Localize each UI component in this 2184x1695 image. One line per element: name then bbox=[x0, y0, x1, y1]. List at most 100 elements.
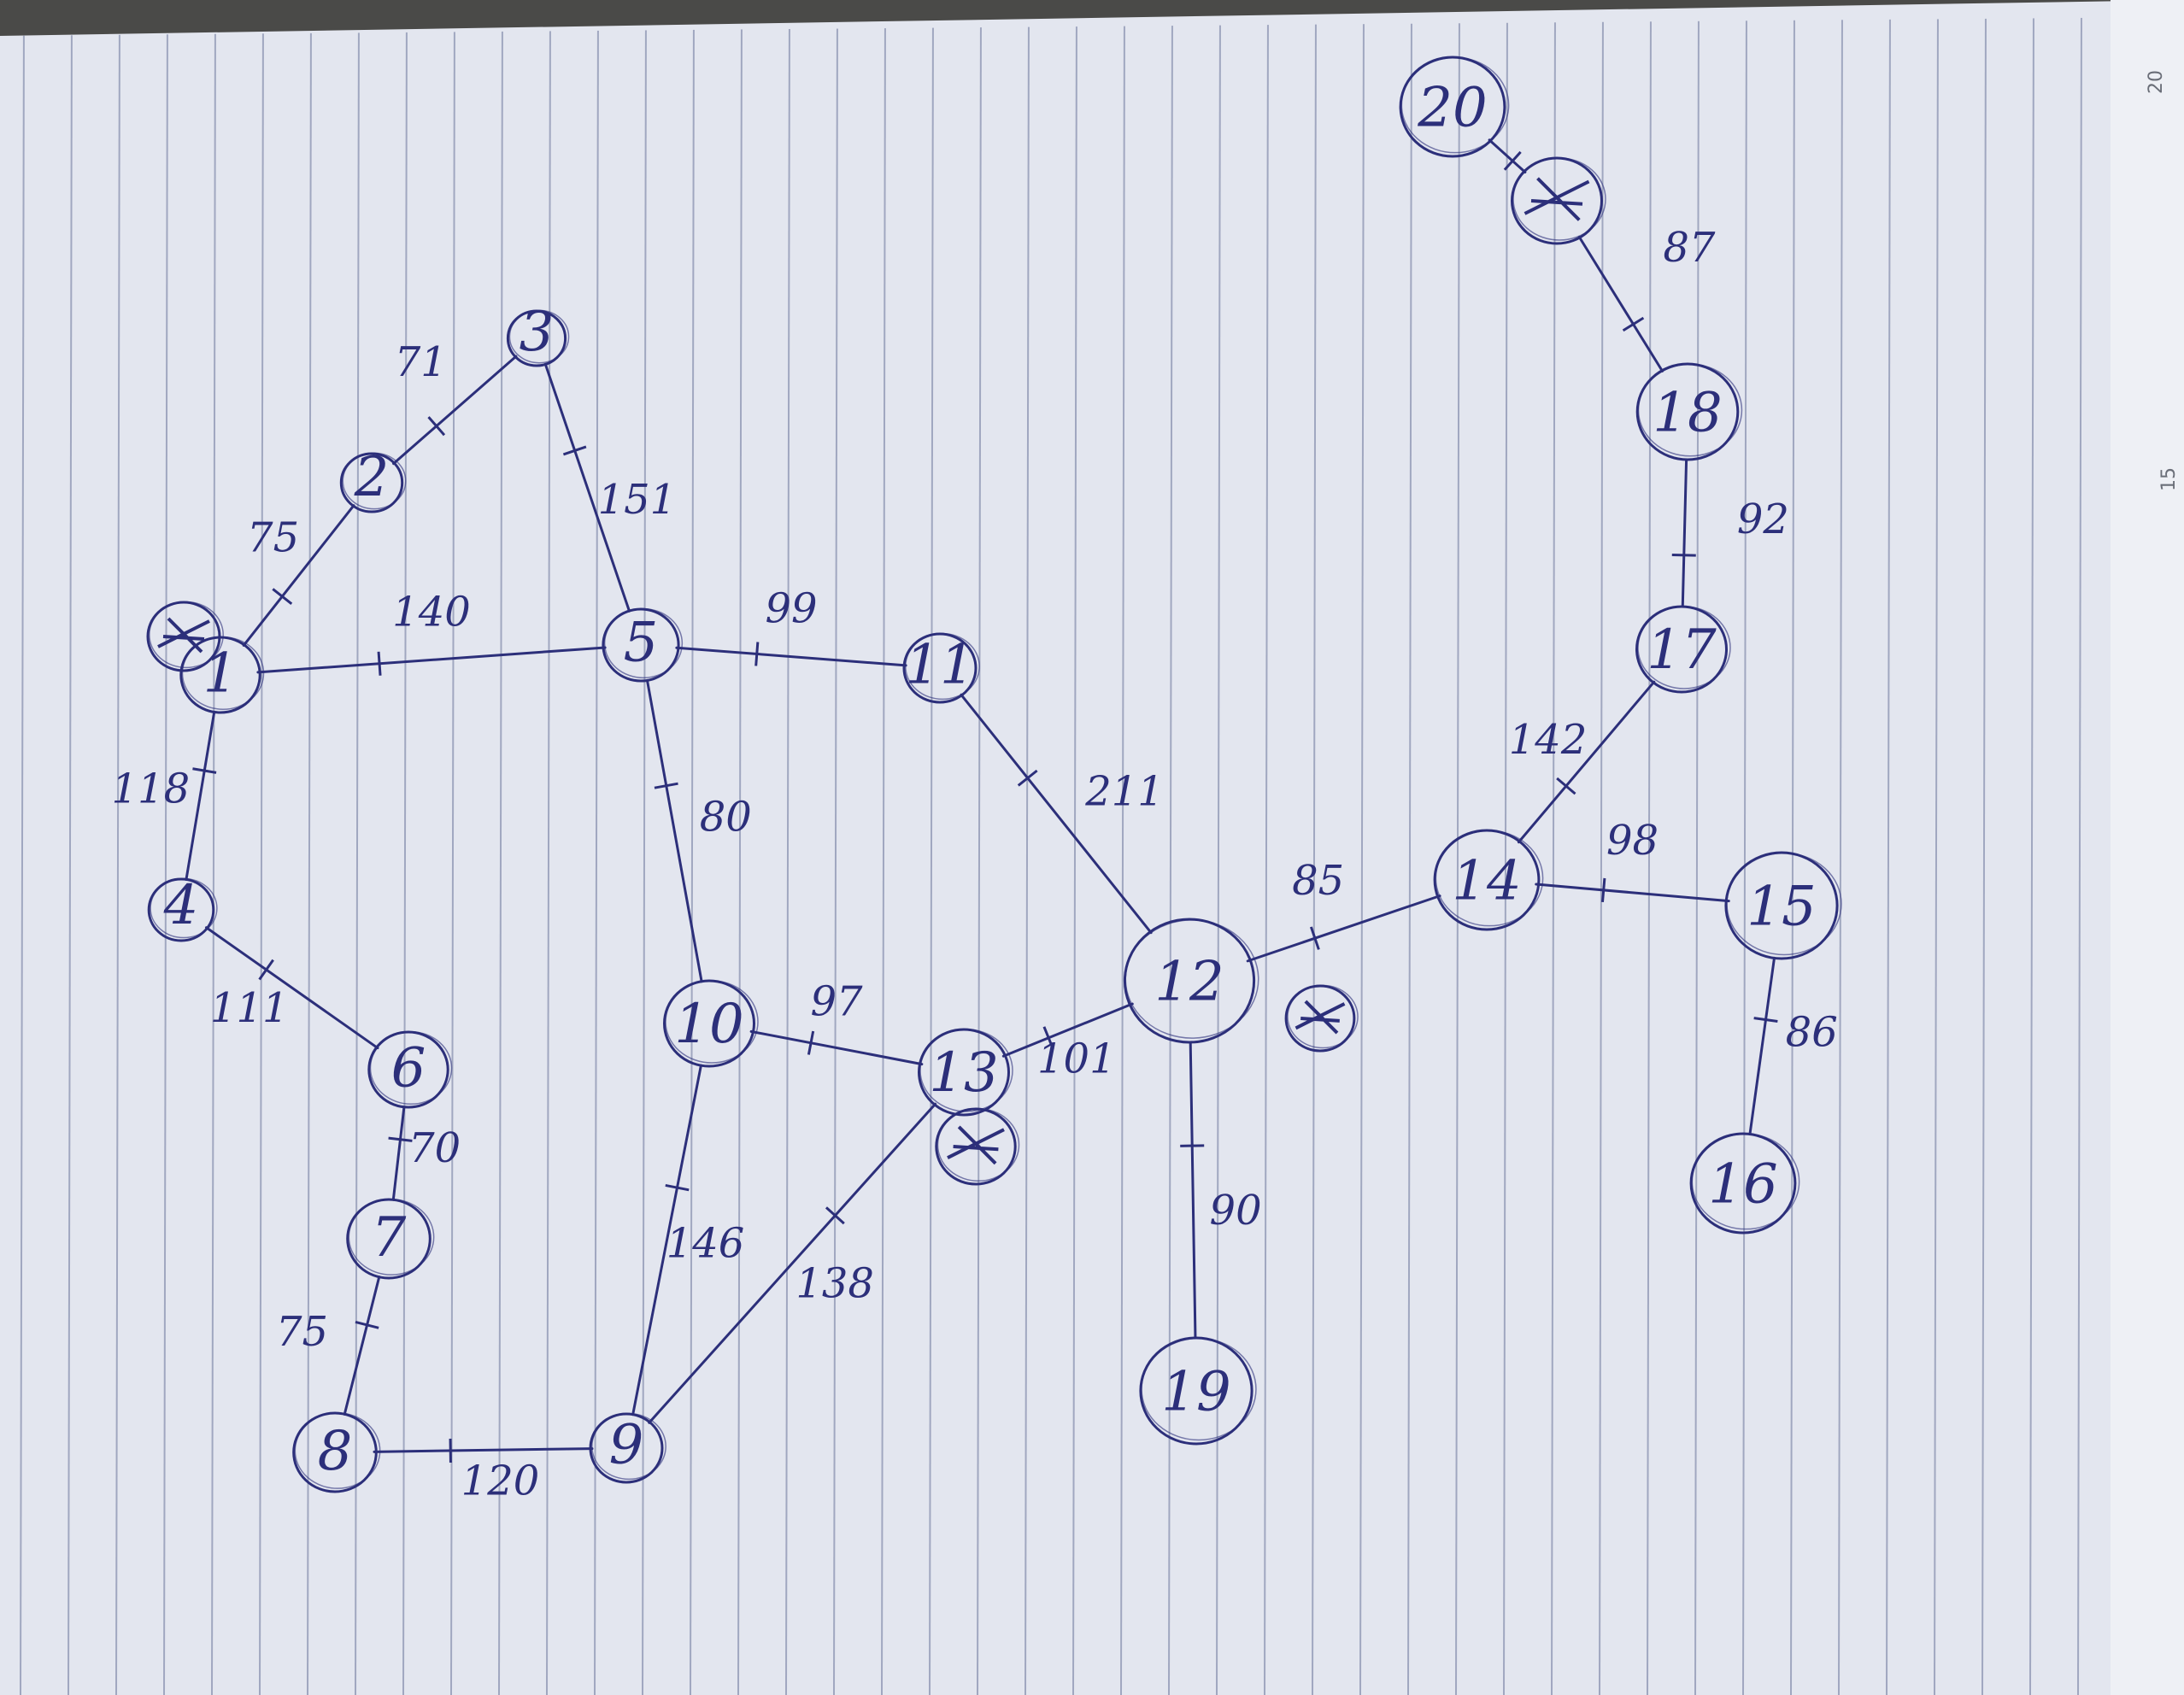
node-12: 12 bbox=[1123, 918, 1259, 1044]
edge-weight-label: 142 bbox=[1509, 716, 1588, 764]
edge-10-13: 97 bbox=[749, 978, 924, 1066]
node-15: 15 bbox=[1724, 851, 1842, 960]
node-label: 11 bbox=[905, 634, 974, 697]
node-label: 5 bbox=[624, 611, 659, 674]
node-circle-overdraw bbox=[369, 1031, 453, 1105]
edge-5-11: 99 bbox=[675, 585, 907, 667]
node-14: 14 bbox=[1433, 829, 1544, 931]
edge-weight-label: 211 bbox=[1084, 767, 1164, 815]
edge-tick-mark bbox=[1503, 150, 1522, 171]
node-16: 16 bbox=[1689, 1132, 1800, 1235]
edge-tick-mark bbox=[1671, 553, 1696, 557]
node-circle bbox=[1123, 918, 1256, 1044]
node-label: 6 bbox=[391, 1036, 426, 1100]
node-circle-overdraw bbox=[1691, 1133, 1800, 1230]
node-circle-overdraw bbox=[1637, 363, 1743, 457]
edge-line bbox=[1748, 956, 1776, 1136]
edge-tick-mark bbox=[825, 1206, 845, 1225]
node-5: 5 bbox=[602, 607, 684, 683]
edge-line bbox=[204, 926, 379, 1050]
node-circle-overdraw bbox=[905, 632, 980, 701]
edge-17-18: 92 bbox=[1671, 458, 1789, 608]
edge-weight-label: 140 bbox=[392, 588, 471, 636]
edge-tick-mark bbox=[272, 588, 293, 605]
node-label: 14 bbox=[1452, 849, 1521, 912]
edge-line bbox=[242, 504, 355, 647]
edge-x2-20 bbox=[1488, 138, 1527, 174]
edge-tick-mark bbox=[258, 959, 274, 981]
edge-line bbox=[373, 1447, 594, 1453]
edge-line bbox=[1488, 138, 1527, 174]
node-19: 19 bbox=[1139, 1336, 1257, 1446]
edge-weight-label: 86 bbox=[1786, 1008, 1838, 1056]
edge-layer: 7571151140118111707512099809714613810121… bbox=[112, 138, 1838, 1504]
edge-10-9: 146 bbox=[631, 1064, 744, 1416]
edge-tick-mark bbox=[377, 651, 382, 676]
edge-weight-label: 80 bbox=[700, 794, 752, 842]
node-label: 17 bbox=[1647, 619, 1717, 682]
node-label: 3 bbox=[520, 301, 555, 364]
edge-line bbox=[1681, 458, 1688, 608]
right-margin-strip bbox=[2111, 0, 2184, 1695]
edge-weight-label: 101 bbox=[1037, 1035, 1116, 1083]
edge-4-6: 111 bbox=[204, 926, 379, 1050]
edge-tick-mark bbox=[1309, 926, 1320, 950]
node-circle-overdraw bbox=[936, 1108, 1020, 1182]
edge-line bbox=[631, 1064, 702, 1416]
edge-15-16: 86 bbox=[1748, 956, 1838, 1136]
edge-line bbox=[1577, 236, 1664, 372]
node-2: 2 bbox=[339, 446, 407, 513]
ruler-mark-15: 15 bbox=[2158, 467, 2180, 491]
edge-line bbox=[960, 693, 1153, 935]
node-x3 bbox=[935, 1107, 1020, 1186]
edge-12-14: 85 bbox=[1246, 857, 1441, 963]
edge-3-5: 151 bbox=[543, 362, 676, 613]
edge-weight-label: 75 bbox=[276, 1308, 328, 1356]
edge-1-2: 75 bbox=[242, 504, 355, 647]
node-label: 9 bbox=[609, 1414, 644, 1477]
edge-weight-label: 118 bbox=[112, 765, 191, 812]
edge-8-9: 120 bbox=[373, 1438, 594, 1504]
node-18: 18 bbox=[1635, 362, 1743, 461]
scribble-mark bbox=[157, 617, 210, 654]
edge-13-12: 101 bbox=[1001, 1002, 1134, 1083]
scribble-mark bbox=[947, 1125, 1005, 1165]
node-circle-overdraw bbox=[919, 1029, 1013, 1112]
node-13: 13 bbox=[918, 1028, 1013, 1117]
edge-line bbox=[185, 710, 216, 881]
node-label: 8 bbox=[318, 1420, 353, 1483]
scribble-mark bbox=[1524, 177, 1590, 221]
edge-5-10: 80 bbox=[645, 678, 752, 983]
edge-tick-mark bbox=[665, 1183, 690, 1192]
edge-7-8: 75 bbox=[276, 1276, 381, 1416]
edge-weight-label: 92 bbox=[1737, 496, 1789, 543]
node-circle-overdraw bbox=[591, 1412, 666, 1481]
edge-line bbox=[1189, 1041, 1197, 1340]
edge-14-15: 98 bbox=[1535, 817, 1730, 903]
edge-tick-mark bbox=[562, 445, 587, 456]
node-label: 18 bbox=[1653, 381, 1722, 444]
edge-weight-label: 85 bbox=[1292, 857, 1344, 905]
node-circle-overdraw bbox=[508, 309, 570, 364]
node-circle-overdraw bbox=[348, 1199, 435, 1276]
node-circle-overdraw bbox=[1435, 830, 1544, 927]
node-circle-overdraw bbox=[149, 601, 224, 669]
node-circle-overdraw bbox=[1287, 984, 1359, 1049]
node-label: 15 bbox=[1747, 875, 1816, 938]
edge-tick-mark bbox=[355, 1321, 379, 1329]
edge-weight-label: 138 bbox=[796, 1260, 874, 1308]
edge-weight-label: 70 bbox=[408, 1124, 461, 1172]
node-7: 7 bbox=[346, 1198, 435, 1280]
node-3: 3 bbox=[506, 301, 570, 367]
edge-weight-label: 90 bbox=[1210, 1187, 1262, 1235]
edge-2-3: 71 bbox=[392, 338, 518, 466]
edge-tick-mark bbox=[1556, 777, 1576, 795]
edge-line bbox=[1535, 883, 1730, 903]
edge-line bbox=[749, 1029, 924, 1066]
edge-line bbox=[391, 1106, 406, 1201]
edge-line bbox=[543, 362, 631, 613]
node-label: 19 bbox=[1161, 1360, 1230, 1423]
edge-line bbox=[1517, 680, 1656, 844]
node-circle-overdraw bbox=[294, 1412, 381, 1489]
edge-tick-mark bbox=[1017, 769, 1038, 787]
